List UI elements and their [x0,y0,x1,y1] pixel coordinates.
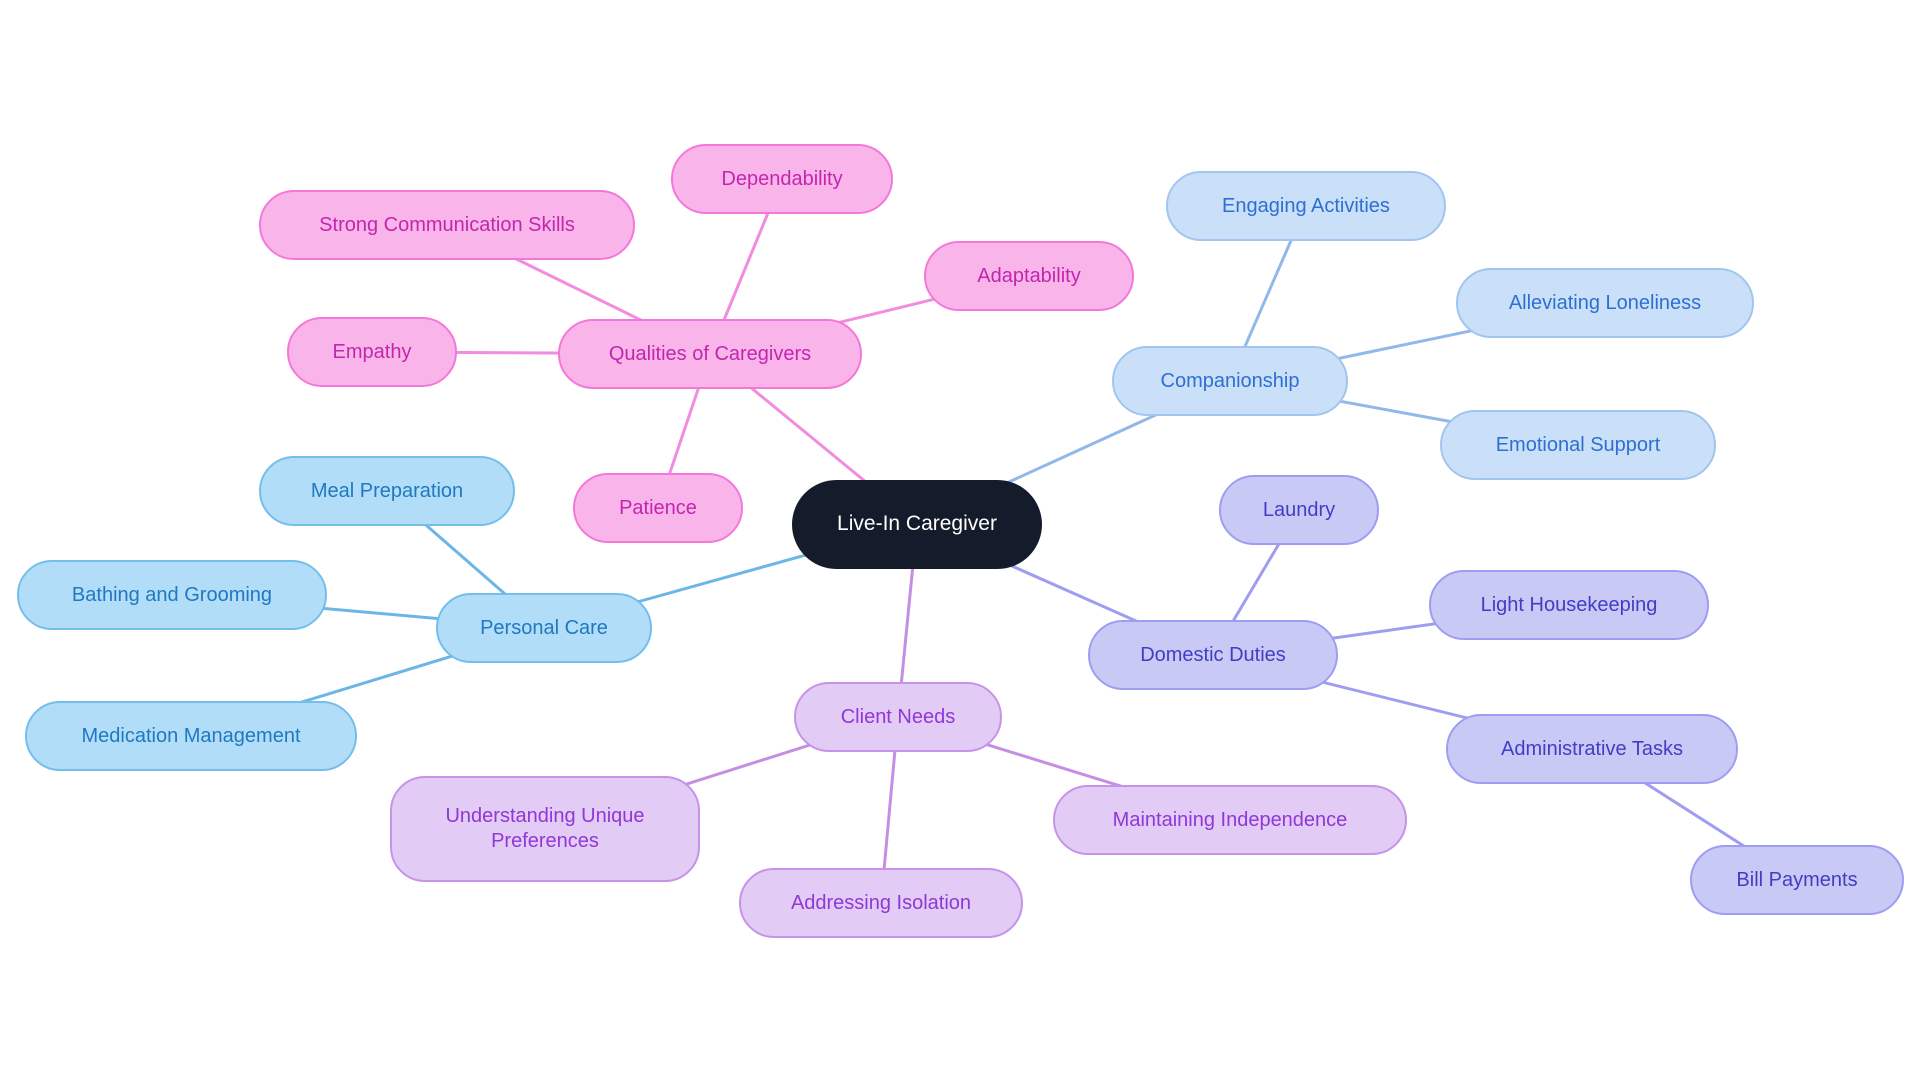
node-bathing_grooming[interactable]: Bathing and Grooming [17,560,327,630]
node-label: Dependability [721,167,843,190]
node-client_needs[interactable]: Client Needs [794,682,1002,752]
node-label: Medication Management [81,724,301,747]
node-label: Understanding Unique Preferences [445,805,645,852]
node-empathy[interactable]: Empathy [287,317,457,387]
node-medication_management[interactable]: Medication Management [25,701,357,771]
node-meal_preparation[interactable]: Meal Preparation [259,456,515,526]
node-qualities[interactable]: Qualities of Caregivers [558,319,862,389]
node-understanding_preferences[interactable]: Understanding Unique Preferences [390,776,700,882]
node-strong_communication[interactable]: Strong Communication Skills [259,190,635,260]
node-emotional_support[interactable]: Emotional Support [1440,410,1716,480]
node-addressing_isolation[interactable]: Addressing Isolation [739,868,1023,938]
node-root[interactable]: Live-In Caregiver [792,479,1042,569]
node-label: Domestic Duties [1140,643,1286,666]
node-label: Strong Communication Skills [319,213,575,236]
node-maintaining_independence[interactable]: Maintaining Independence [1053,785,1407,855]
node-companionship[interactable]: Companionship [1112,346,1348,416]
node-domestic_duties[interactable]: Domestic Duties [1088,620,1338,690]
node-label: Engaging Activities [1222,194,1390,217]
node-label: Bathing and Grooming [71,583,273,606]
node-dependability[interactable]: Dependability [671,144,893,214]
node-label: Bill Payments [1736,868,1858,891]
node-laundry[interactable]: Laundry [1219,475,1379,545]
node-patience[interactable]: Patience [573,473,743,543]
node-administrative_tasks[interactable]: Administrative Tasks [1446,714,1738,784]
node-label: Companionship [1160,369,1300,392]
node-label: Personal Care [480,616,608,639]
node-label: Meal Preparation [310,479,464,502]
node-label: Empathy [332,340,412,363]
node-label: Qualities of Caregivers [608,342,812,365]
node-light_housekeeping[interactable]: Light Housekeeping [1429,570,1709,640]
node-label: Client Needs [840,705,956,728]
node-label: Emotional Support [1495,433,1661,456]
node-label: Adaptability [977,264,1081,287]
node-label: Maintaining Independence [1112,808,1348,831]
node-label: Addressing Isolation [790,891,972,914]
node-adaptability[interactable]: Adaptability [924,241,1134,311]
node-personal_care[interactable]: Personal Care [436,593,652,663]
node-label: Live-In Caregiver [837,511,997,535]
node-bill_payments[interactable]: Bill Payments [1690,845,1904,915]
node-label: Light Housekeeping [1480,593,1658,616]
node-alleviating_loneliness[interactable]: Alleviating Loneliness [1456,268,1754,338]
node-label: Administrative Tasks [1501,737,1683,760]
node-label: Laundry [1262,498,1336,521]
node-label: Patience [619,496,697,519]
node-label: Alleviating Loneliness [1508,291,1702,314]
node-engaging_activities[interactable]: Engaging Activities [1166,171,1446,241]
